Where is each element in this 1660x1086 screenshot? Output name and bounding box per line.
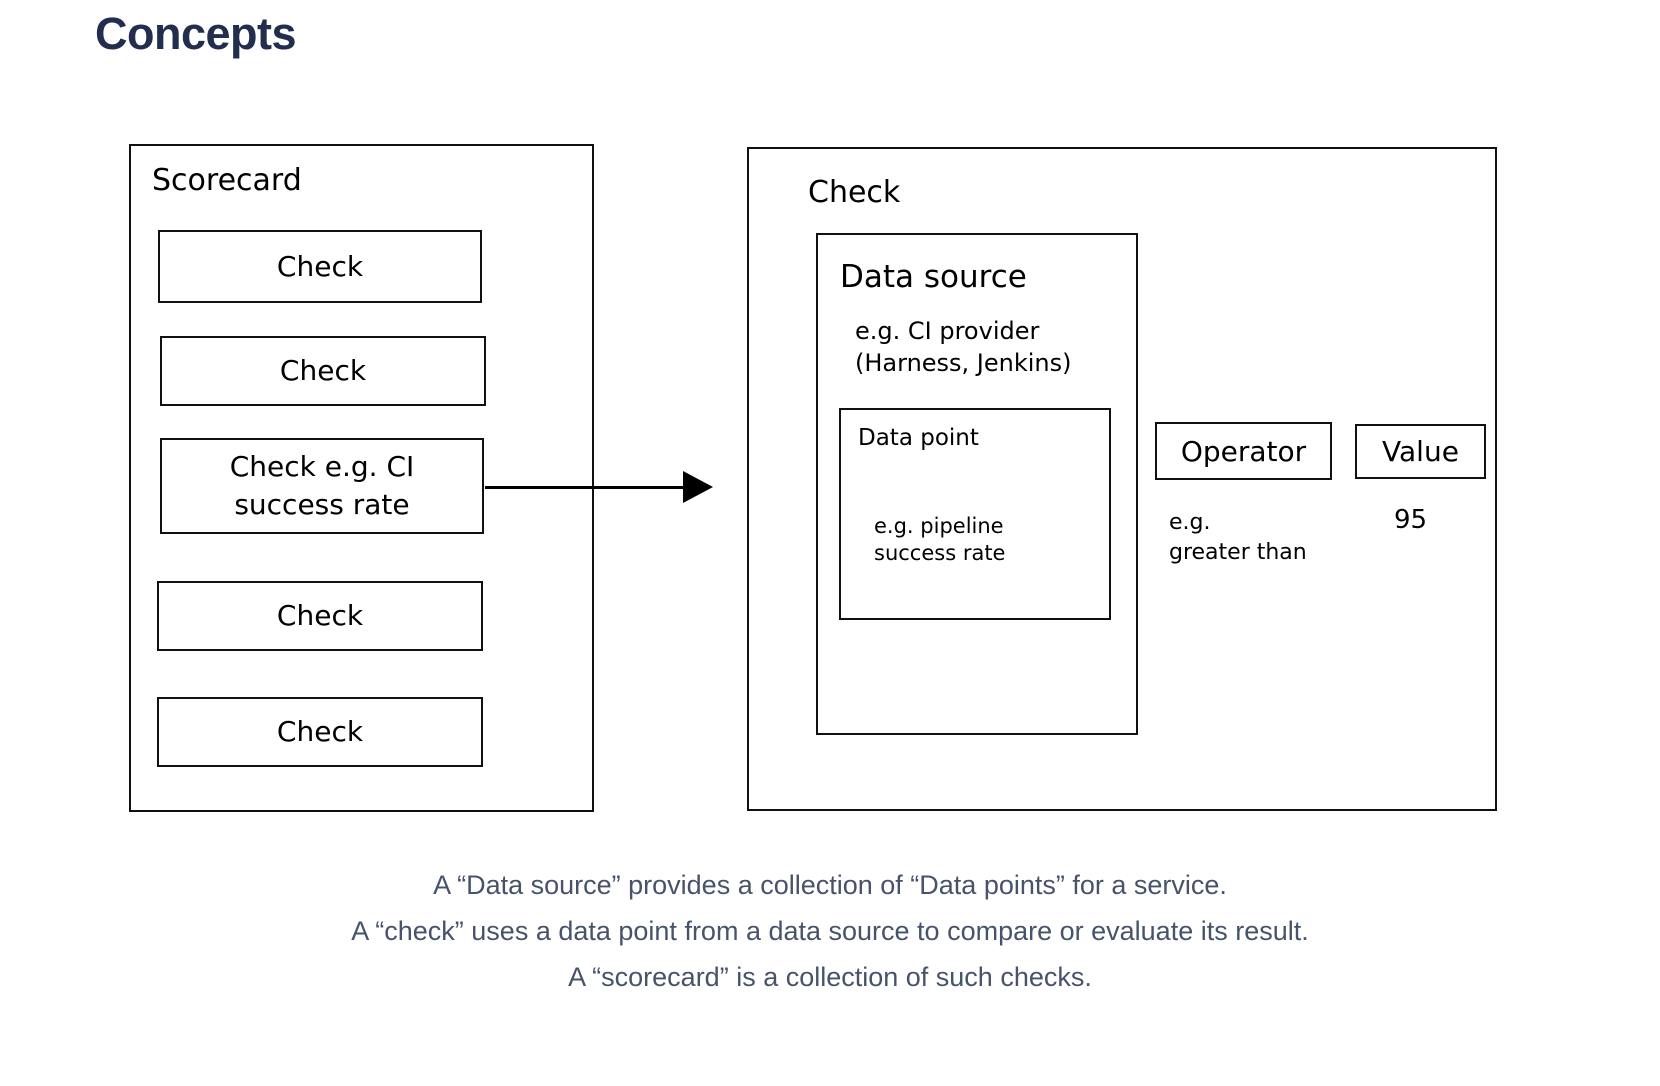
scorecard-check-label-1: Check [276,249,364,283]
data-point-label: Data point [858,425,979,451]
arrow-line-icon [485,486,685,489]
scorecard-check-item-3-highlighted: Check e.g. CI success rate [160,438,484,534]
data-point-example-text: e.g. pipeline success rate [874,514,1006,566]
scorecard-check-label-3: Check e.g. CI success rate [229,450,415,521]
scorecard-label: Scorecard [152,163,302,198]
arrow-head-icon [683,471,713,503]
data-point-container [839,408,1111,620]
scorecard-check-label-4: Check [276,599,364,633]
data-source-label: Data source [840,259,1027,295]
scorecard-check-label-2: Check [279,354,367,388]
operator-container: Operator [1155,422,1332,480]
scorecard-check-item-4: Check [157,581,483,651]
scorecard-check-item-5: Check [157,697,483,767]
value-container: Value [1355,424,1486,479]
scorecard-check-item-2: Check [160,336,486,406]
caption-block: A “Data source” provides a collection of… [0,862,1660,1000]
scorecard-check-label-5: Check [276,715,364,749]
scorecard-check-item-1: Check [158,230,482,303]
page-title: Concepts [95,8,297,59]
value-example-number: 95 [1394,505,1428,535]
caption-line-3: A “scorecard” is a collection of such ch… [568,962,1092,992]
operator-label: Operator [1180,434,1307,468]
check-detail-label: Check [808,175,901,210]
data-source-example-text: e.g. CI provider (Harness, Jenkins) [855,317,1072,378]
caption-line-2: A “check” uses a data point from a data … [351,916,1309,946]
operator-example-text: e.g. greater than [1169,510,1307,565]
caption-line-1: A “Data source” provides a collection of… [433,870,1227,900]
value-label: Value [1382,435,1459,468]
